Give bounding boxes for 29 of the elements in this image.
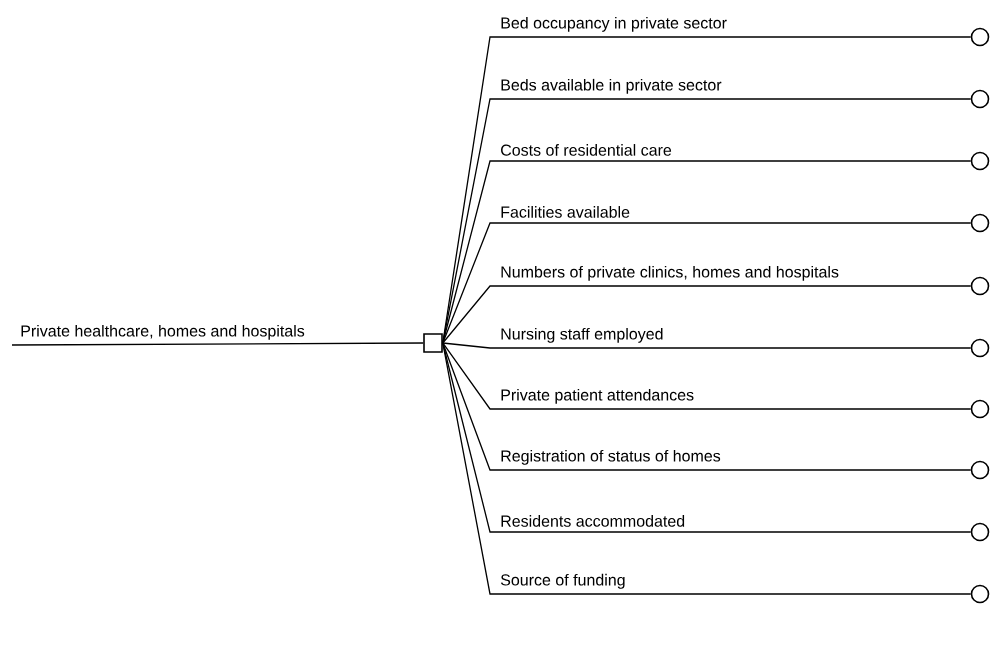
end-circle <box>970 584 990 604</box>
edge-label: Beds available in private sector <box>501 78 722 94</box>
end-circle <box>970 338 990 358</box>
end-circle <box>970 399 990 419</box>
connector-line <box>442 342 972 410</box>
junction-square <box>423 333 443 353</box>
edge-label: Residents accommodated <box>501 515 685 527</box>
end-circle <box>970 27 990 47</box>
connector-line <box>442 222 972 344</box>
edge-label: Registration of status of homes <box>501 449 721 465</box>
edge-label: Costs of residential care <box>501 144 672 156</box>
edge-label: Source of funding <box>500 573 625 589</box>
end-circle <box>970 460 990 480</box>
end-circle <box>970 522 990 542</box>
edge-label: Private healthcare, homes and hospitals <box>21 324 305 340</box>
edge-label: Private patient attendances <box>501 388 694 404</box>
connector-line <box>442 342 972 595</box>
end-circle <box>970 276 990 296</box>
end-circle <box>970 213 990 233</box>
connector-line <box>442 342 972 349</box>
connector-line <box>442 98 972 344</box>
edge-label: Nursing staff employed <box>501 327 663 343</box>
end-circle <box>970 89 990 109</box>
edge-label: Facilities available <box>501 206 630 218</box>
connector-line <box>442 285 972 344</box>
edge-label: Bed occupancy in private sector <box>501 16 727 32</box>
edge-label: Numbers of private clinics, homes and hospitals <box>501 265 839 281</box>
connector-line <box>11 342 424 346</box>
end-circle <box>970 151 990 171</box>
